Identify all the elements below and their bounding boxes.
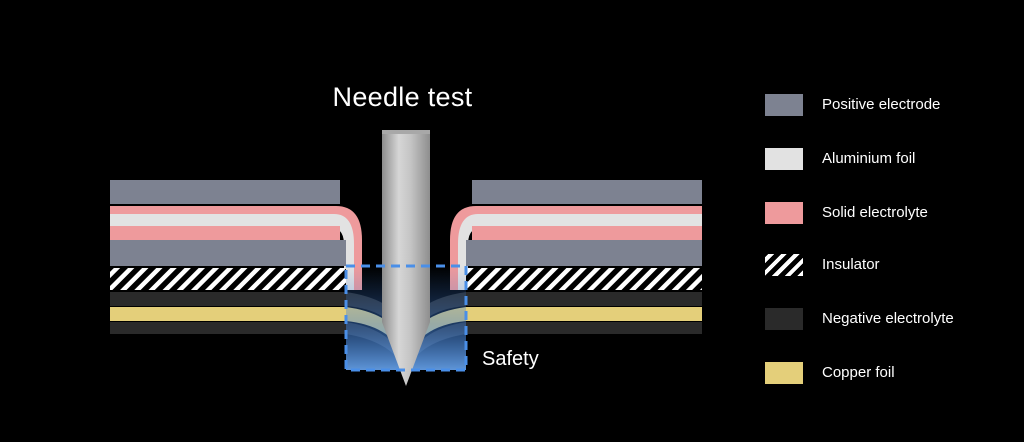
legend-label: Copper foil <box>822 364 895 381</box>
legend-swatch <box>765 308 803 330</box>
legend-label: Insulator <box>822 256 880 273</box>
right-aluminium-foil <box>458 214 702 290</box>
left-solid-electrolyte-lower <box>110 226 340 240</box>
left-copper-foil <box>110 307 346 321</box>
right-positive-electrode-top <box>472 180 702 204</box>
legend-item-insulator: Insulator <box>765 252 1015 276</box>
safety-label: Safety <box>482 348 539 370</box>
legend-item-negative-electrolyte: Negative electrolyte <box>765 306 1015 330</box>
right-positive-electrode-bottom <box>466 240 702 266</box>
legend-item-aluminium-foil: Aluminium foil <box>765 146 1015 170</box>
left-aluminium-foil <box>110 214 354 290</box>
legend-swatch <box>765 148 803 170</box>
legend-swatch <box>765 254 803 276</box>
left-positive-electrode-bottom <box>110 240 346 266</box>
legend-label: Negative electrolyte <box>822 310 954 327</box>
right-negative-electrolyte-lower <box>466 322 702 334</box>
legend-label: Aluminium foil <box>822 150 916 167</box>
legend-label: Positive electrode <box>822 96 941 113</box>
left-negative-electrolyte-upper <box>110 292 346 306</box>
right-insulator <box>466 268 702 290</box>
right-negative-electrolyte-upper <box>466 292 702 306</box>
right-copper-foil <box>466 307 702 321</box>
left-positive-electrode-top <box>110 180 340 204</box>
legend-label: Solid electrolyte <box>822 204 928 221</box>
needle <box>382 130 430 386</box>
legend-swatch <box>765 362 803 384</box>
safety-zone-box <box>344 264 468 372</box>
legend-item-copper-foil: Copper foil <box>765 360 1015 384</box>
right-layer-stack <box>450 180 702 334</box>
legend-item-solid-electrolyte: Solid electrolyte <box>765 200 1015 224</box>
left-negative-electrolyte-lower <box>110 322 346 334</box>
legend-item-positive-electrode: Positive electrode <box>765 92 1015 116</box>
left-insulator <box>110 268 346 290</box>
legend-swatch <box>765 94 803 116</box>
right-solid-electrolyte-lower <box>472 226 702 240</box>
legend-swatch <box>765 202 803 224</box>
diagram-title: Needle test <box>332 82 473 112</box>
left-layer-stack <box>110 180 362 334</box>
